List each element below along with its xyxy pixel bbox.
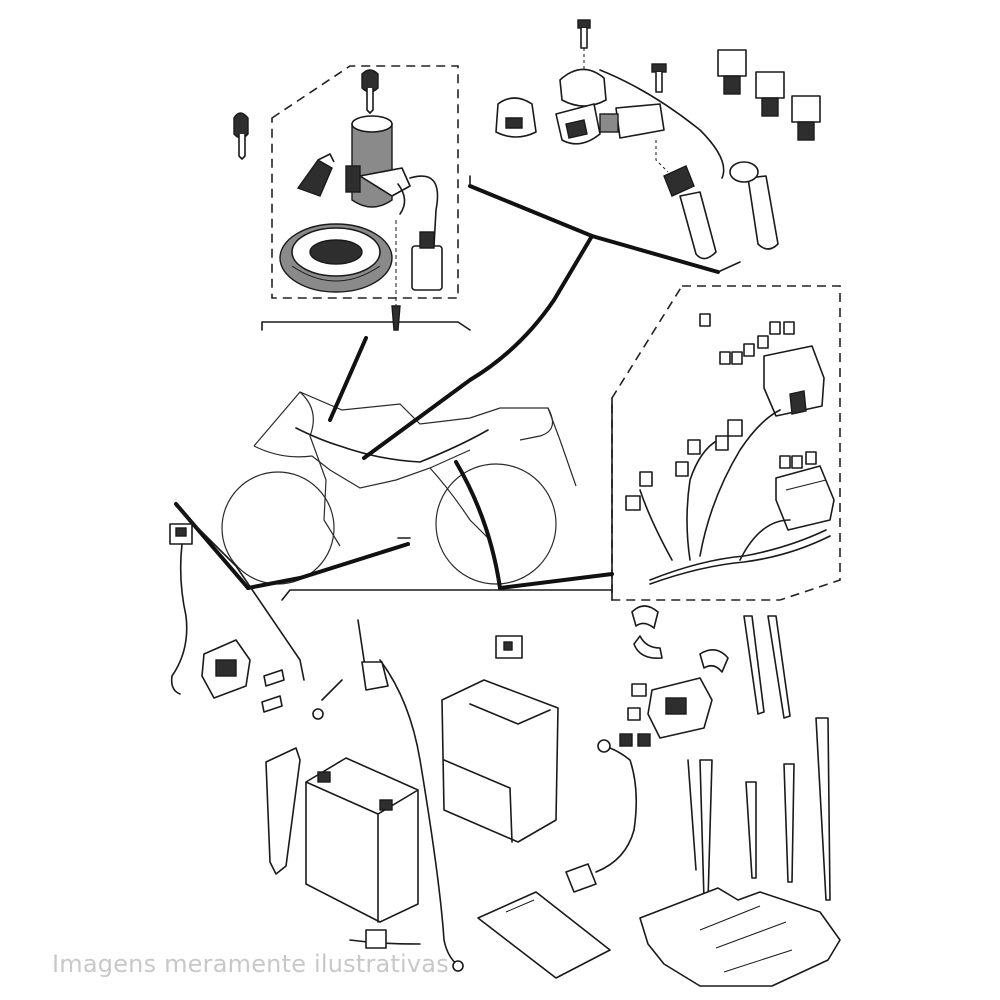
fuel-cap-screw-icon [391,220,401,331]
switch-connector-icon [411,231,443,291]
ground-cable-icon [565,733,651,893]
fuse-box-icon [763,345,835,531]
disclaimer-caption: Imagens meramente ilustrativas [52,950,449,978]
wire-harness-group [611,285,841,601]
seat-lock-icon [296,153,335,197]
switch-screw-icon [577,19,591,70]
starter-relay-icon [201,639,251,699]
cable-tie-icon [687,615,831,901]
ignition-group-outline [271,65,459,299]
battery-cover-icon [441,679,559,843]
spare-key-icon [233,112,249,160]
throttle-grip-icon [663,165,717,260]
starter-relay-unit-icon [627,677,713,739]
cable-tie-group [687,615,831,901]
fuse-icon [699,313,817,469]
handlebar-switch-group [468,19,821,274]
left-grip-icon [729,161,779,250]
battery-cable-icon [312,619,464,972]
main-switch-icon [345,115,439,247]
harness-connector-icon [625,419,743,511]
ignition-key-group [233,65,471,331]
battery-icon [305,757,419,923]
ignition-key-icon [361,69,379,114]
wire-clamp-icon [631,605,729,673]
seat-plate-icon [639,887,841,987]
small-relay-icon [495,635,523,659]
fuel-cap-icon [279,223,393,293]
leader-lines [174,234,614,601]
battery-group [265,619,611,979]
starter-cable-group [565,605,729,893]
relay-bolt-icon [261,669,285,713]
relay-icon [717,49,821,141]
battery-band-icon [265,747,301,875]
connector-icon [169,523,193,545]
left-switch-icon [495,68,725,179]
right-switch-icon [599,63,669,173]
fuel-pump-relay-group [169,505,305,713]
motorcycle-outline [221,391,577,585]
battery-tray-icon [477,891,611,979]
